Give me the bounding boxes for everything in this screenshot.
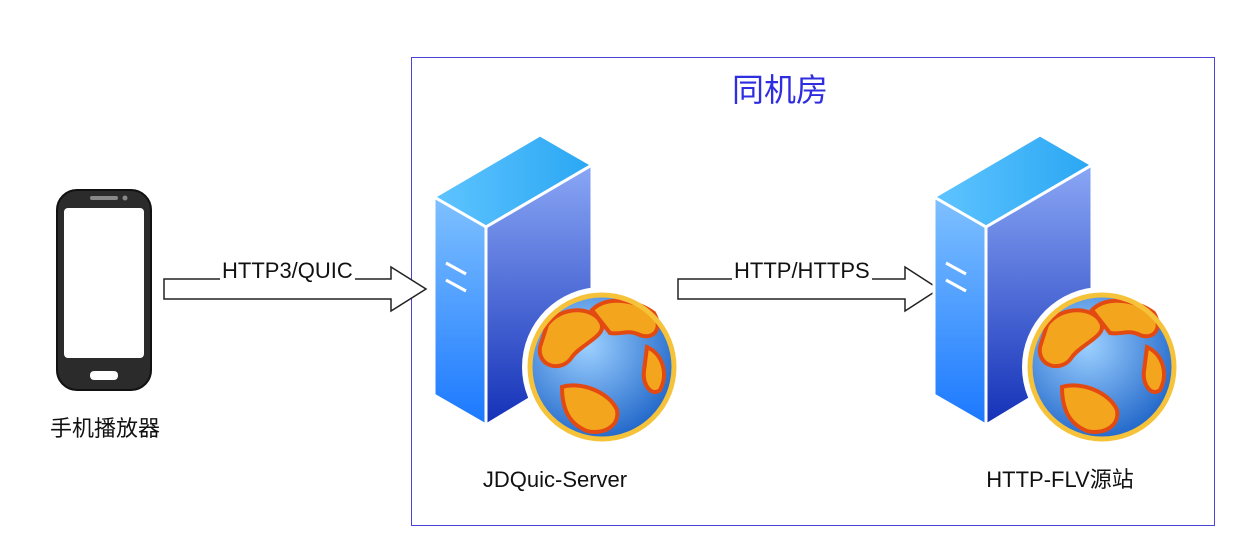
room-title: 同机房 [731, 72, 828, 108]
smartphone-icon [56, 189, 152, 391]
arrow-http-https [677, 265, 941, 313]
phone-label: 手机播放器 [49, 416, 160, 441]
arrow-label-http3-quic: HTTP3/QUIC [220, 258, 355, 284]
origin-label: HTTP-FLV源站 [986, 467, 1134, 492]
arrow-label-http-https: HTTP/HTTPS [732, 258, 872, 284]
server-globe-icon [431, 133, 682, 447]
server-globe-icon [931, 133, 1182, 447]
server-label: JDQuic-Server [482, 467, 628, 492]
arrow-http3-quic [163, 265, 428, 313]
